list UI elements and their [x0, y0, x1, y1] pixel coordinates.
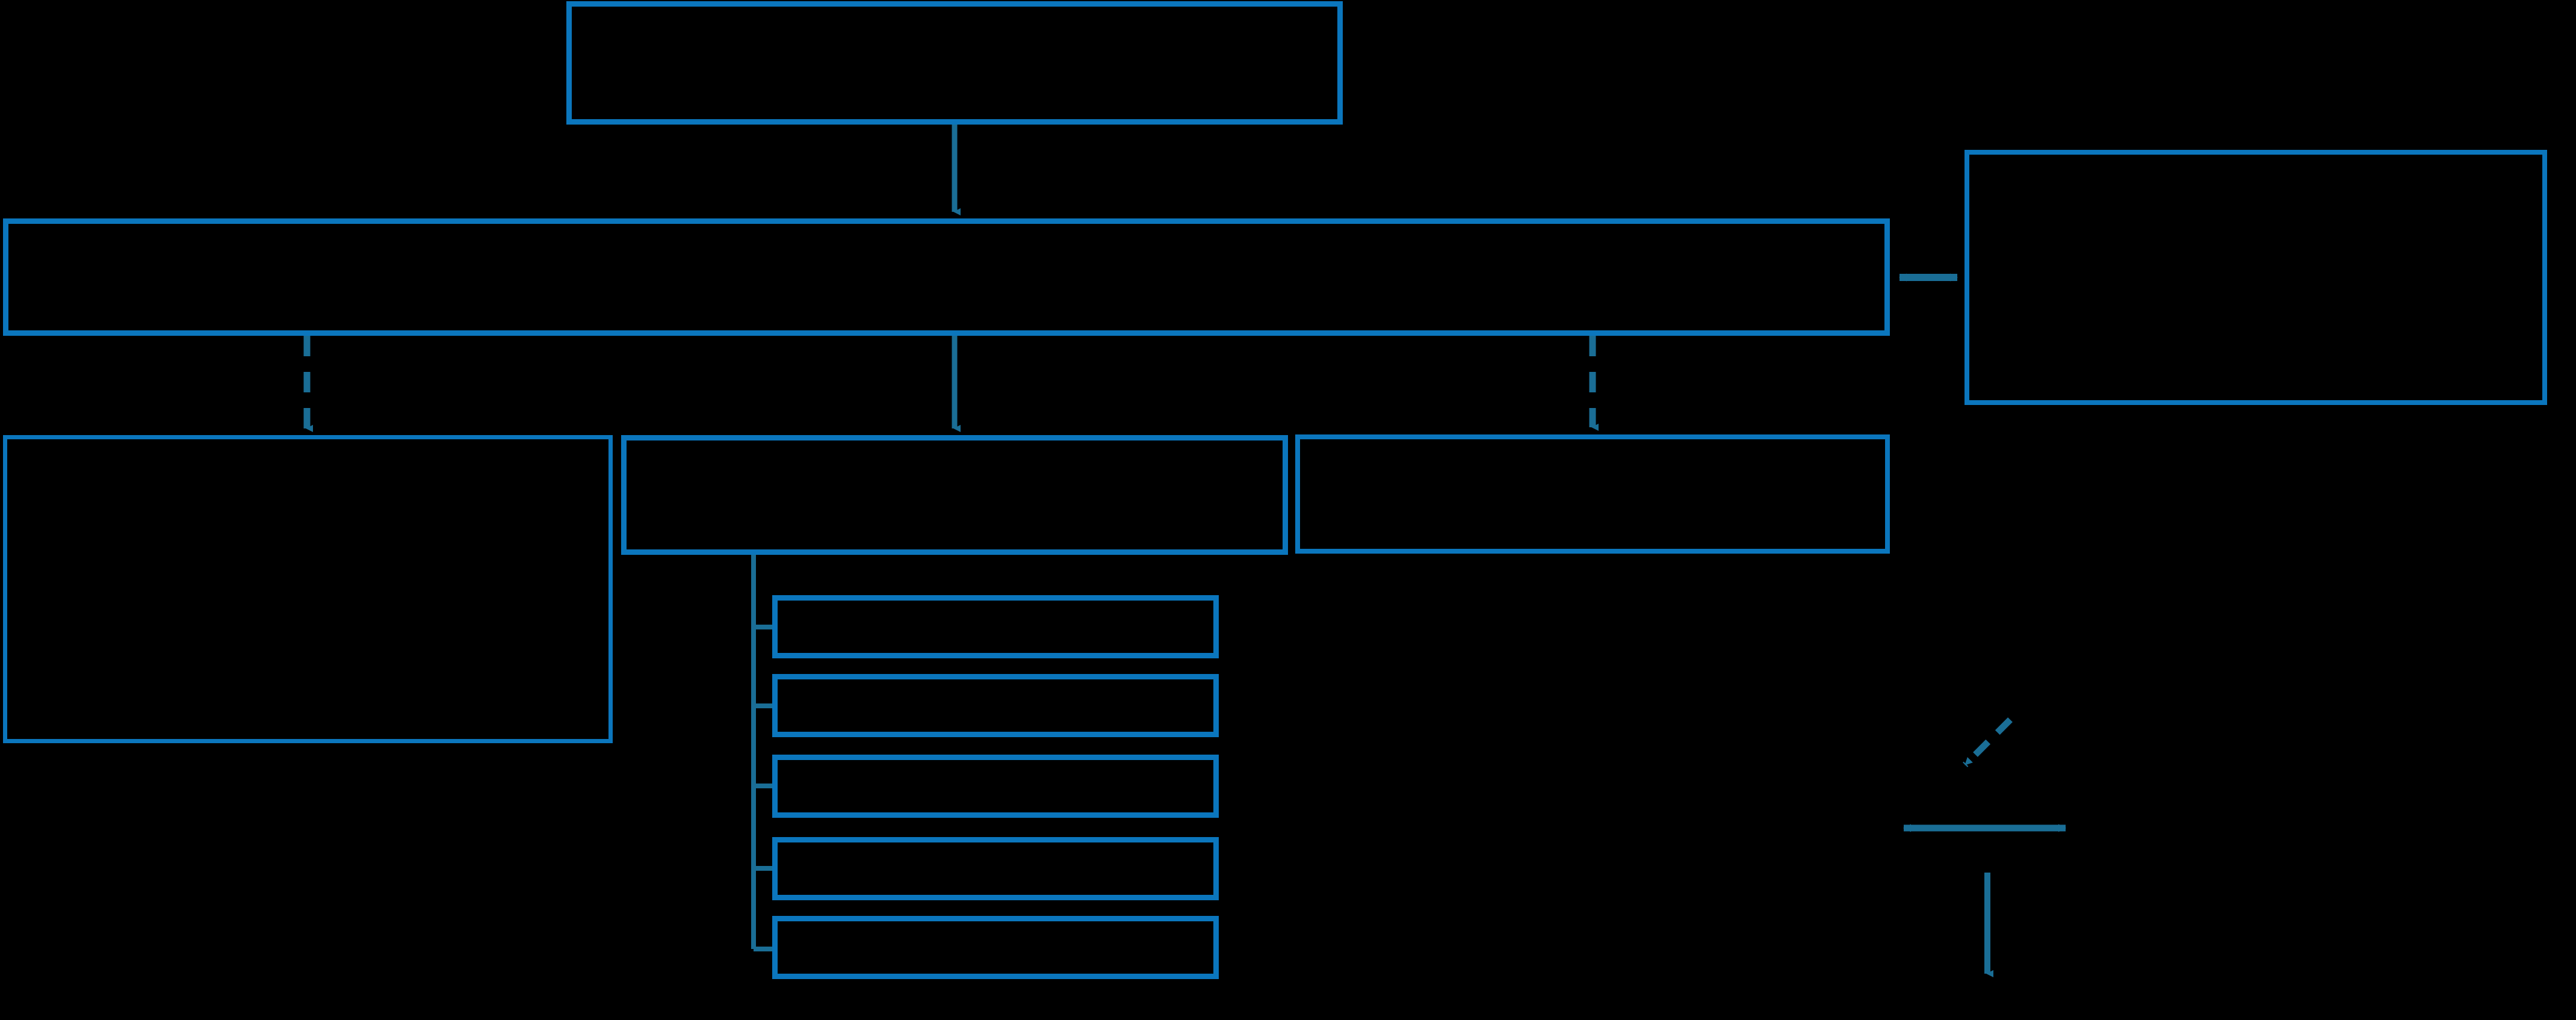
node-left-box[interactable] — [3, 435, 613, 743]
node-wide-bar[interactable] — [3, 218, 1890, 336]
node-sub-box-5[interactable] — [772, 916, 1219, 979]
node-top-box[interactable] — [566, 1, 1343, 125]
node-third-box[interactable] — [1295, 434, 1890, 554]
legend-dashed-diagonal-arrow — [1963, 717, 2013, 767]
node-sub-box-2[interactable] — [772, 674, 1219, 737]
node-sub-box-4[interactable] — [772, 837, 1219, 900]
node-sub-box-3[interactable] — [772, 755, 1219, 818]
node-right-side-box[interactable] — [1965, 150, 2547, 405]
node-middle-box[interactable] — [621, 435, 1288, 555]
node-sub-box-1[interactable] — [772, 595, 1219, 658]
